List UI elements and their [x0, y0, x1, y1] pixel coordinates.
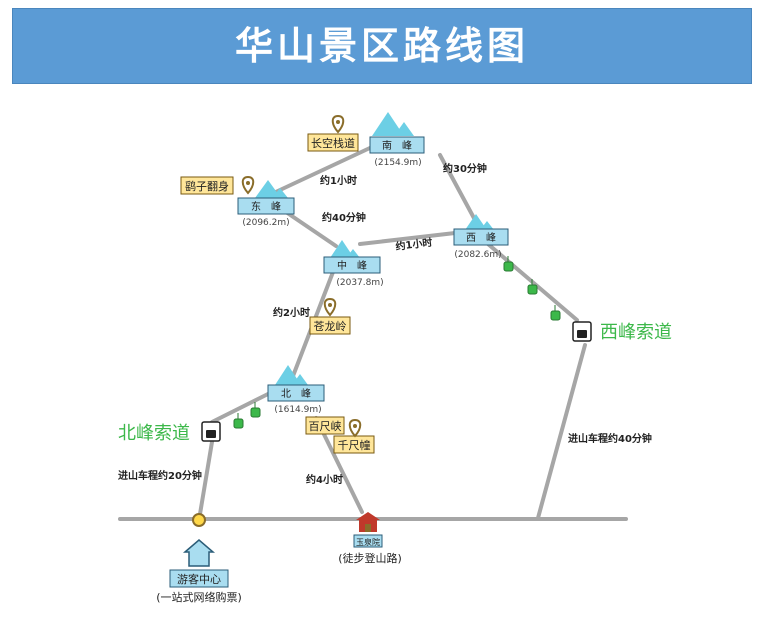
spot-baichi: 百尺峡 [309, 419, 342, 433]
pin-yaozi-dot [246, 181, 250, 185]
yuquanyuan-box [353, 534, 383, 548]
route-east-center [281, 208, 338, 248]
walk-note: (徒步登山路) [338, 551, 402, 565]
spot-yaozi-box [180, 176, 234, 195]
gondola-north-2-icon [250, 407, 261, 418]
spot-qianchi: 千尺幢 [338, 438, 371, 452]
mountain-north-icon-small [292, 374, 308, 385]
peak-north-box [267, 384, 325, 402]
pin-canglong-dot [328, 303, 332, 307]
mountain-center-icon-small [346, 249, 360, 258]
peak-south-box [369, 136, 425, 154]
visitor-center-label: 游客中心 [177, 572, 221, 586]
peak-center-name: 中 峰 [337, 259, 367, 272]
route-north-cable-down [198, 440, 214, 516]
title-banner: 华山景区路线图 [12, 8, 752, 84]
peak-north-name: 北 峰 [281, 388, 311, 400]
mountain-north-icon [275, 365, 301, 385]
peak-west-name: 西 峰 [466, 232, 496, 244]
cableway-north-cabin [206, 430, 216, 438]
temple-icon [356, 512, 380, 532]
pin-yaozi-icon [241, 175, 255, 195]
route-west-cable-down [536, 343, 587, 520]
spot-changkong-box [307, 133, 359, 152]
route-label-east-center: 约40分钟 [322, 211, 366, 224]
spot-canglong: 苍龙岭 [314, 319, 347, 333]
visitor-center-pin-icon [192, 513, 206, 527]
pin-qianchi-icon [348, 418, 362, 438]
yuquanyuan-label: 玉泉院 [356, 537, 380, 547]
gondola-west-2-icon [527, 284, 538, 295]
mountain-south-icon [372, 112, 404, 136]
pin-canglong-icon [323, 297, 337, 317]
mountain-south-icon-small [394, 122, 414, 136]
gondola-west-1-icon [503, 261, 514, 272]
mountain-center-icon [330, 240, 354, 258]
mountain-east-icon-small [272, 188, 288, 198]
peak-north-elevation: (1614.9m) [274, 405, 321, 415]
peak-east-elevation: (2096.2m) [242, 218, 289, 228]
pin-qianchi-dot [353, 424, 357, 428]
house-icon [182, 539, 216, 567]
gondola-west-3-icon [550, 310, 561, 321]
peak-south-elevation: (2154.9m) [374, 158, 421, 168]
mountain-east-icon [255, 180, 281, 198]
route-north-cable [210, 390, 274, 424]
spot-baichi-box [305, 416, 345, 435]
route-label-south-east: 约1小时 [320, 174, 357, 187]
gondola-north-1-icon [233, 418, 244, 429]
route-center-west [358, 231, 457, 246]
mountain-west-icon-small [480, 221, 494, 230]
peak-center-box [323, 256, 381, 274]
cableway-west-label: 西峰索道 [600, 322, 672, 343]
route-label-north-entry: 进山车程约20分钟 [118, 469, 202, 482]
peak-east-name: 东 峰 [251, 200, 281, 213]
visitor-center-box [169, 569, 229, 588]
spot-changkong: 长空栈道 [311, 136, 355, 150]
peak-south-name: 南 峰 [382, 139, 412, 152]
route-south-west [438, 153, 477, 222]
peak-center-elevation: (2037.8m) [336, 278, 383, 288]
map-title: 华山景区路线图 [234, 24, 529, 68]
visitor-center-note: (一站式网络购票) [156, 590, 242, 604]
spot-canglong-box [309, 316, 351, 335]
route-label-west-entry: 进山车程约40分钟 [568, 432, 652, 445]
peak-west-box [453, 228, 509, 246]
route-label-south-west: 约30分钟 [443, 162, 487, 175]
pin-changkong-dot [336, 120, 340, 124]
route-label-walk: 约4小时 [306, 473, 343, 486]
mountain-west-icon [465, 214, 487, 230]
spot-yaozi: 鹞子翻身 [185, 179, 229, 193]
route-label-center-north: 约2小时 [273, 306, 310, 319]
pin-changkong-icon [331, 114, 345, 134]
peak-east-box [237, 197, 295, 215]
cableway-west-cabin [577, 330, 587, 338]
cableway-north-label: 北峰索道 [118, 423, 190, 444]
peak-west-elevation: (2082.6m) [454, 250, 501, 260]
route-south-east [263, 145, 374, 199]
